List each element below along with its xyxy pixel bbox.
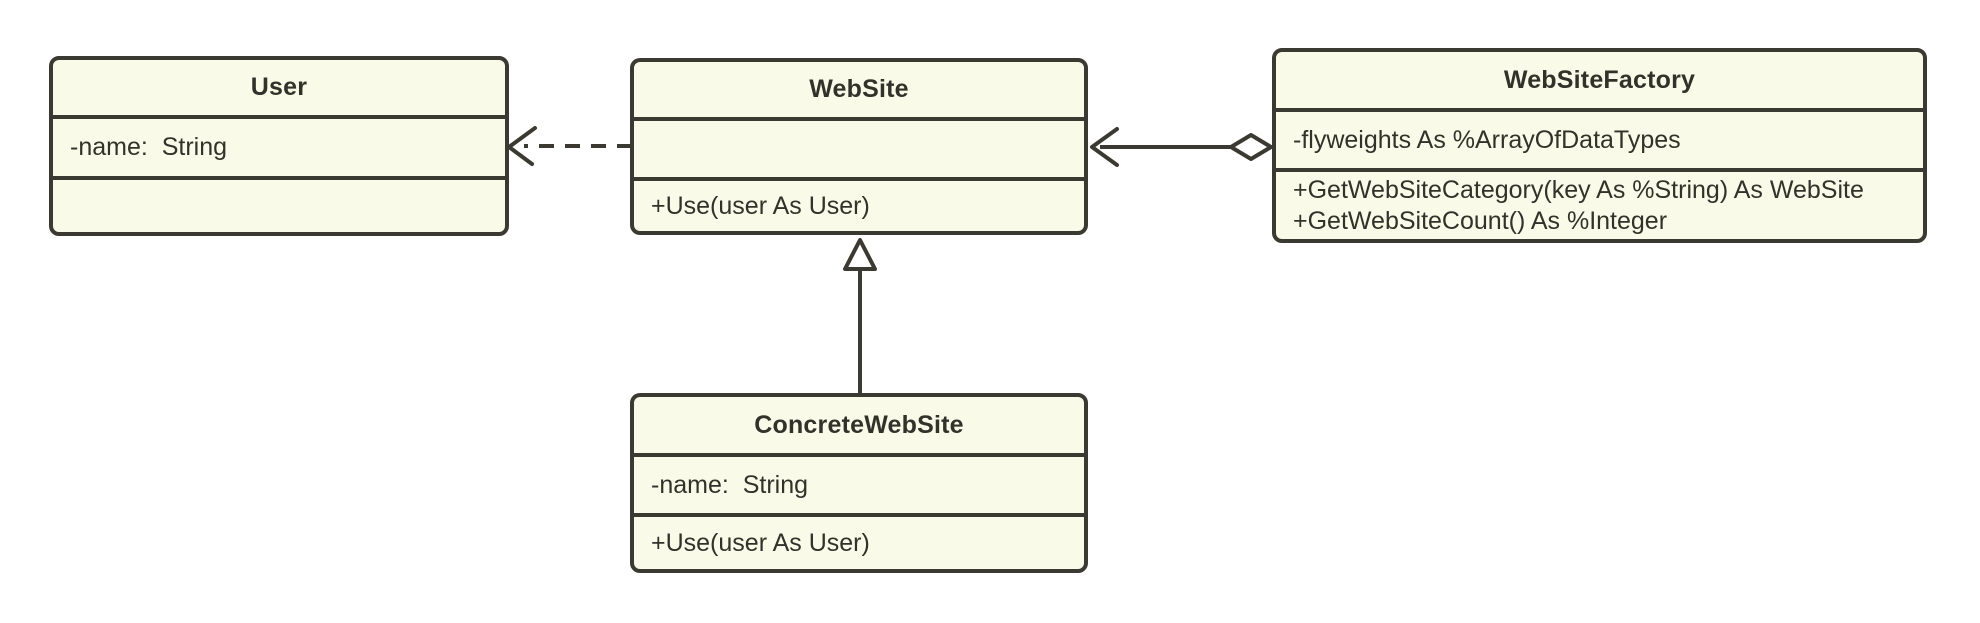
class-box-user: User -name: String bbox=[49, 56, 509, 236]
method-line: +Use(user As User) bbox=[651, 528, 870, 557]
class-name-websitefactory: WebSiteFactory bbox=[1503, 65, 1696, 94]
attributes-compartment-websitefactory: -flyweights As %ArrayOfDataTypes bbox=[1276, 108, 1923, 168]
methods-compartment-websitefactory: +GetWebSiteCategory(key As %String) As W… bbox=[1276, 168, 1923, 239]
methods-compartment-user bbox=[53, 176, 505, 232]
method-line: +Use(user As User) bbox=[651, 191, 870, 220]
aggregation-edge-factory-to-website bbox=[1090, 127, 1273, 167]
open-arrowhead-icon bbox=[1090, 127, 1119, 167]
class-box-website: WebSite +Use(user As User) bbox=[630, 58, 1088, 235]
hollow-diamond-icon bbox=[1229, 133, 1273, 161]
dependency-edge-website-to-user bbox=[507, 126, 632, 166]
class-name-website: WebSite bbox=[809, 75, 909, 103]
class-box-concretewebsite: ConcreteWebSite -name: String +Use(user … bbox=[630, 393, 1088, 573]
hollow-triangle-icon bbox=[843, 238, 877, 271]
open-arrowhead-icon bbox=[507, 126, 537, 166]
attributes-compartment-website bbox=[634, 117, 1084, 177]
method-line: +GetWebSiteCategory(key As %String) As W… bbox=[1293, 175, 1864, 204]
attributes-compartment-user: -name: String bbox=[53, 115, 505, 176]
class-name-concretewebsite: ConcreteWebSite bbox=[754, 410, 964, 439]
attribute-line: -name: String bbox=[70, 133, 228, 161]
methods-compartment-concretewebsite: +Use(user As User) bbox=[634, 513, 1084, 569]
attributes-compartment-concretewebsite: -name: String bbox=[634, 453, 1084, 513]
class-name-user: User bbox=[250, 73, 308, 101]
method-line: +GetWebSiteCount() As %Integer bbox=[1293, 206, 1668, 235]
methods-compartment-website: +Use(user As User) bbox=[634, 177, 1084, 231]
class-box-websitefactory: WebSiteFactory -flyweights As %ArrayOfDa… bbox=[1272, 48, 1927, 243]
attribute-line: -name: String bbox=[651, 470, 809, 499]
attribute-line: -flyweights As %ArrayOfDataTypes bbox=[1293, 125, 1681, 154]
generalization-edge-concrete-to-website bbox=[843, 238, 877, 393]
